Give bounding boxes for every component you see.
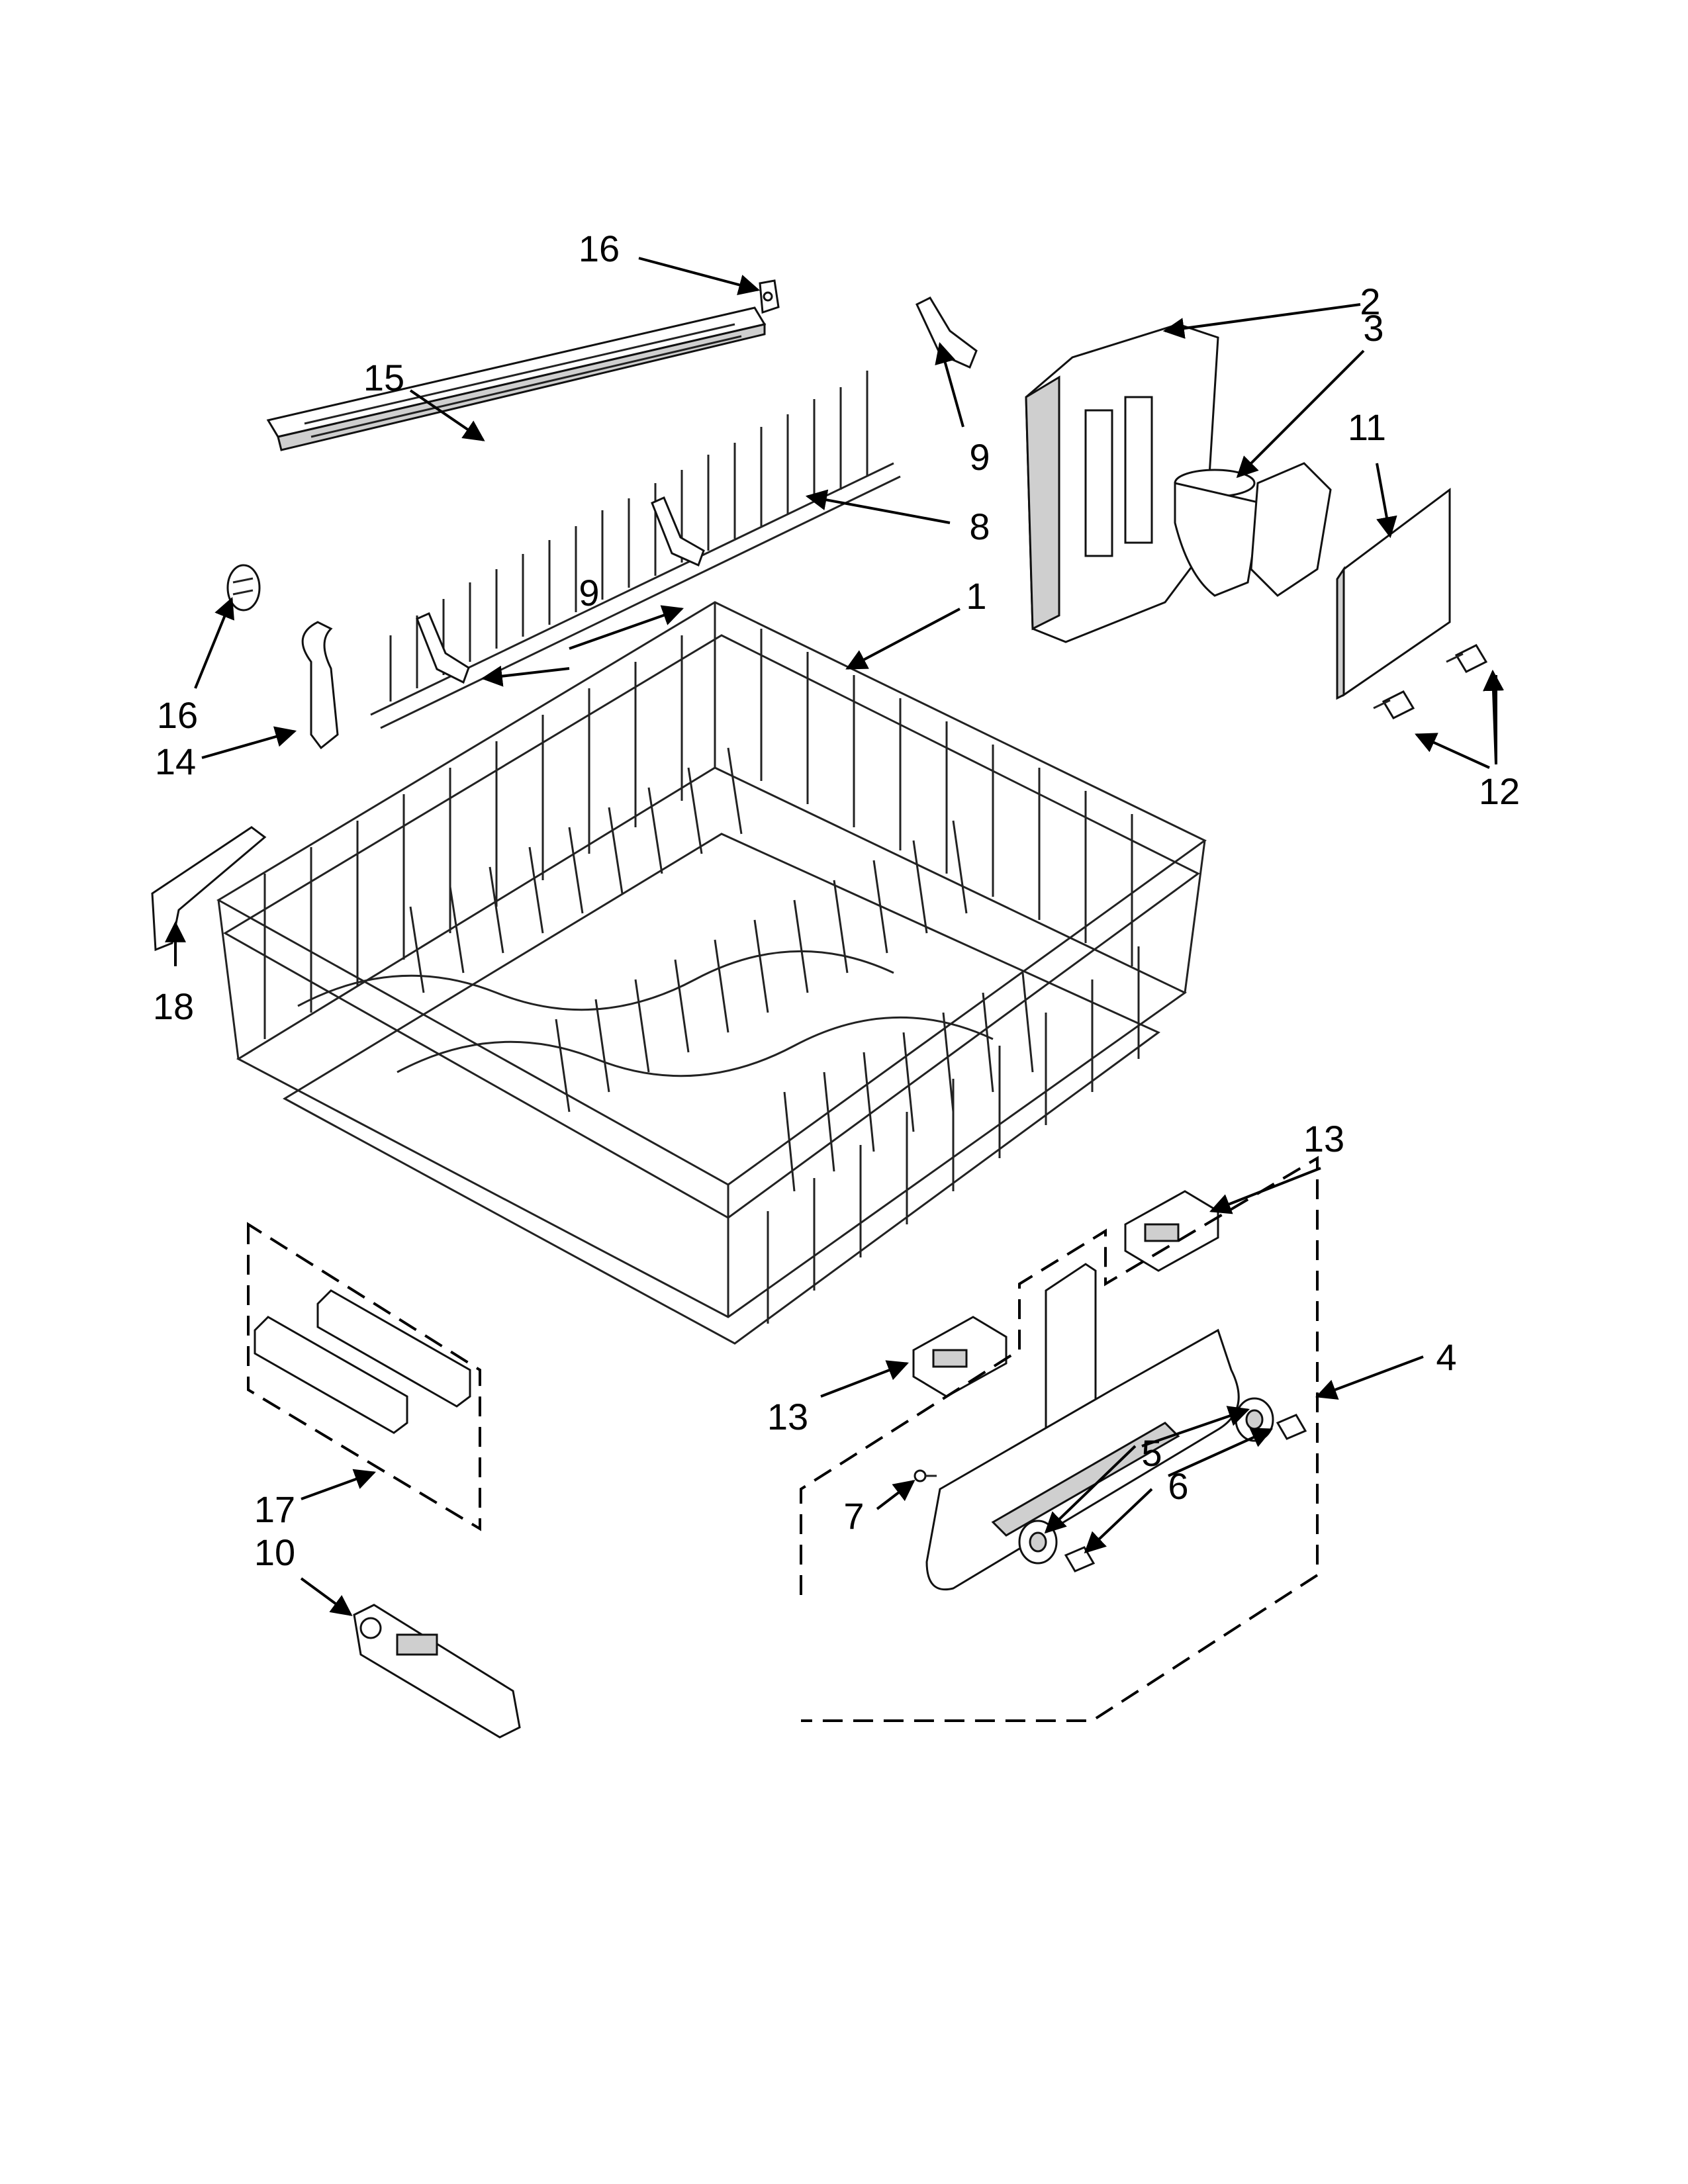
callout-12: 12 <box>1479 770 1520 812</box>
callout-10: 10 <box>254 1531 295 1573</box>
callout-labels: 16 15 16 2 3 11 9 8 9 1 14 12 18 13 4 13… <box>153 228 1520 1573</box>
pin-part-7 <box>914 1469 937 1482</box>
callout-5: 5 <box>1141 1432 1162 1474</box>
clip-part-9-middle <box>651 496 705 567</box>
callout-9-middle: 9 <box>579 572 599 614</box>
end-cap-part-16-top <box>759 279 780 314</box>
callout-8: 8 <box>969 506 990 547</box>
wheel-part-5-upper <box>1235 1397 1274 1442</box>
callout-9-top: 9 <box>969 436 990 478</box>
rail-clip-part-13-upper <box>1124 1190 1219 1272</box>
screw-part-12-upper <box>1446 644 1488 673</box>
clip-part-9-top <box>915 296 978 369</box>
latch-bracket-part-10 <box>353 1604 521 1739</box>
callout-16-left: 16 <box>157 694 198 736</box>
callout-2: 2 <box>1360 281 1380 322</box>
rack-basket-part-1 <box>216 601 1207 1345</box>
cover-plate-part-11 <box>1336 488 1451 700</box>
adjuster-housing-part-2 <box>1025 323 1219 643</box>
axle-part-6-lower <box>1064 1546 1096 1572</box>
rack-rail-part-15 <box>266 306 767 451</box>
callout-13-lower: 13 <box>767 1396 808 1437</box>
screw-part-12-lower <box>1373 690 1415 719</box>
handle-kit-part-17 <box>247 1222 481 1531</box>
callout-18: 18 <box>153 985 194 1027</box>
hook-part-14 <box>301 621 339 750</box>
callout-11: 11 <box>1348 406 1386 448</box>
end-cap-part-16-left <box>226 564 261 612</box>
callout-6: 6 <box>1168 1465 1188 1507</box>
leader-lines <box>165 257 1505 1616</box>
rail-clip-part-13-lower <box>912 1316 1008 1398</box>
bracket-part-18 <box>151 826 267 952</box>
callout-16-top: 16 <box>579 228 620 269</box>
clip-part-9-lower <box>416 612 470 684</box>
callout-14: 14 <box>155 741 196 782</box>
callout-13-upper: 13 <box>1303 1118 1344 1160</box>
callout-17: 17 <box>254 1488 295 1530</box>
adjuster-lever-part-3 <box>1174 462 1332 597</box>
callout-1: 1 <box>966 575 986 617</box>
callout-7: 7 <box>843 1495 864 1537</box>
rail-assembly-part-4 <box>800 1156 1319 1722</box>
callout-15: 15 <box>363 357 404 398</box>
callout-4: 4 <box>1436 1336 1456 1378</box>
axle-part-6-upper <box>1276 1414 1307 1440</box>
callout-3: 3 <box>1363 307 1383 349</box>
